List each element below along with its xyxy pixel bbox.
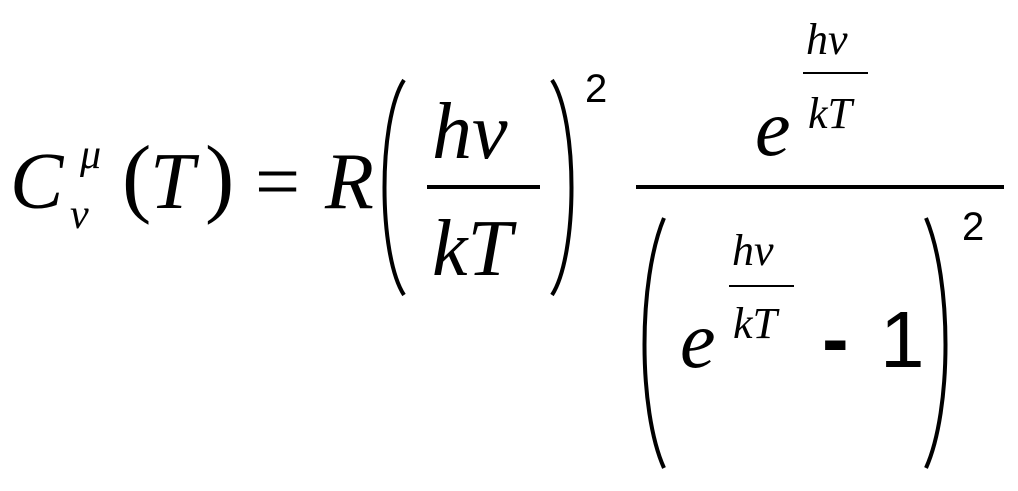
denominator-exponent: 2 xyxy=(962,205,984,249)
lhs-symbol: C xyxy=(10,138,65,226)
denominator-exp-hv: hν xyxy=(732,226,774,275)
denominator-one: 1 xyxy=(880,295,925,384)
big-fraction-numerator: e hν kT xyxy=(755,15,868,173)
lhs-superscript: μ xyxy=(79,132,101,178)
fraction-term-exponent: 2 xyxy=(585,67,607,111)
denominator-e: e xyxy=(680,297,716,385)
numerator-e: e xyxy=(755,85,791,173)
denominator-left-paren xyxy=(642,217,666,469)
lhs-subscript: ν xyxy=(70,192,89,238)
lhs-open-paren: ( xyxy=(122,129,151,226)
fraction-term-right-paren xyxy=(550,78,574,297)
big-fraction-denominator: e hν kT - 1 2 xyxy=(642,205,984,469)
denominator-right-paren xyxy=(924,217,948,469)
fraction-term-numerator: hν xyxy=(432,88,508,176)
lhs-argument: T xyxy=(150,138,200,226)
numerator-exp-kt: kT xyxy=(808,89,856,138)
fraction-term-denominator: kT xyxy=(432,205,518,293)
lhs: C ν μ ( T ) xyxy=(10,129,234,238)
lhs-close-paren: ) xyxy=(205,129,234,226)
numerator-exp-hv: hν xyxy=(806,15,848,64)
equals-sign: = xyxy=(255,138,300,226)
fraction-term: hν kT 2 xyxy=(382,67,607,297)
denominator-minus: - xyxy=(822,294,849,383)
fraction-term-left-paren xyxy=(382,78,406,297)
coefficient-r: R xyxy=(324,138,374,226)
denominator-exp-kt: kT xyxy=(733,299,781,348)
